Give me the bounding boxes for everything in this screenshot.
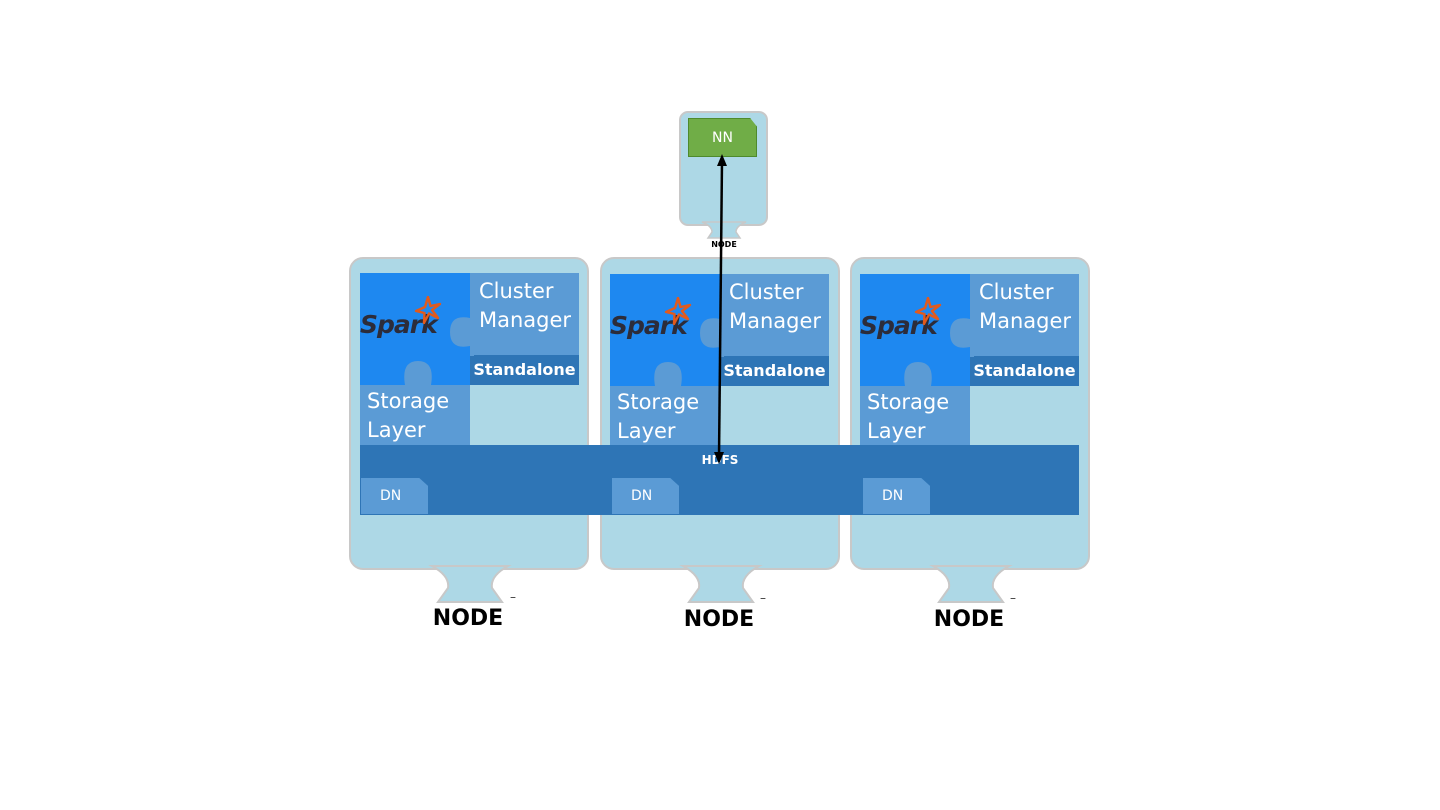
node-2-storage-line2: Layer (617, 419, 676, 443)
node-2-dash: – (760, 591, 766, 605)
namenode-node-label: NODE (711, 240, 737, 249)
node-1-storage-line1: Storage (367, 389, 450, 413)
node-1-cluster-manager-line2: Manager (479, 308, 572, 332)
node-2-puzzle-tab-bottom (645, 362, 691, 388)
namenode-box: NN (688, 118, 757, 157)
node-1-storage-line2: Layer (367, 418, 426, 442)
node-2-puzzle-tab-right (700, 309, 724, 357)
node-3-monitor-stand (929, 565, 1013, 603)
node-1-monitor-stand (428, 565, 512, 603)
node-3-cluster-manager-line2: Manager (979, 309, 1072, 333)
node-3-dash: – (1010, 591, 1016, 605)
node-3-standalone: Standalone (970, 356, 1079, 386)
node-1-puzzle-tab-bottom (395, 361, 441, 387)
node-2-monitor-stand (679, 565, 763, 603)
node-2-spark-star-icon (664, 297, 692, 325)
node-1-spark-star-icon (414, 296, 442, 324)
node-3-label: NODE (933, 607, 1005, 632)
node-3-cluster-manager: Cluster Manager (970, 274, 1079, 356)
node-2-cluster-manager-line2: Manager (729, 309, 822, 333)
node-1-cluster-manager-line1: Cluster (479, 279, 554, 303)
namenode-monitor-stand (701, 221, 747, 239)
node-1-standalone: Standalone (470, 355, 579, 385)
node-3-storage-line2: Layer (867, 419, 926, 443)
node-1-label: NODE (432, 606, 504, 631)
node-3-puzzle-tab-bottom (895, 362, 941, 388)
nn-hdfs-connector-arrow (714, 154, 727, 464)
node-1-puzzle-tab-right (450, 308, 474, 356)
node-3-spark-star-icon (914, 297, 942, 325)
node-2-storage-line1: Storage (617, 390, 700, 414)
node-2-cluster-manager-line1: Cluster (729, 280, 804, 304)
node-3-cluster-manager-line1: Cluster (979, 280, 1054, 304)
node-2-dn-box-top: DN (612, 478, 679, 514)
node-3-dn-box-top: DN (863, 478, 930, 514)
node-1-dn-box-top: DN (361, 478, 428, 514)
node-1-storage-layer: Storage Layer (360, 385, 470, 445)
node-3-storage-layer: Storage Layer (860, 386, 970, 445)
node-1-dash: – (510, 590, 516, 604)
node-2-standalone: Standalone (720, 356, 829, 386)
node-2-label: NODE (683, 607, 755, 632)
node-2-cluster-manager: Cluster Manager (720, 274, 829, 356)
node-2-storage-layer: Storage Layer (610, 386, 720, 445)
node-3-storage-line1: Storage (867, 390, 950, 414)
node-3-puzzle-tab-right (950, 309, 974, 357)
node-1-cluster-manager: Cluster Manager (470, 273, 579, 355)
